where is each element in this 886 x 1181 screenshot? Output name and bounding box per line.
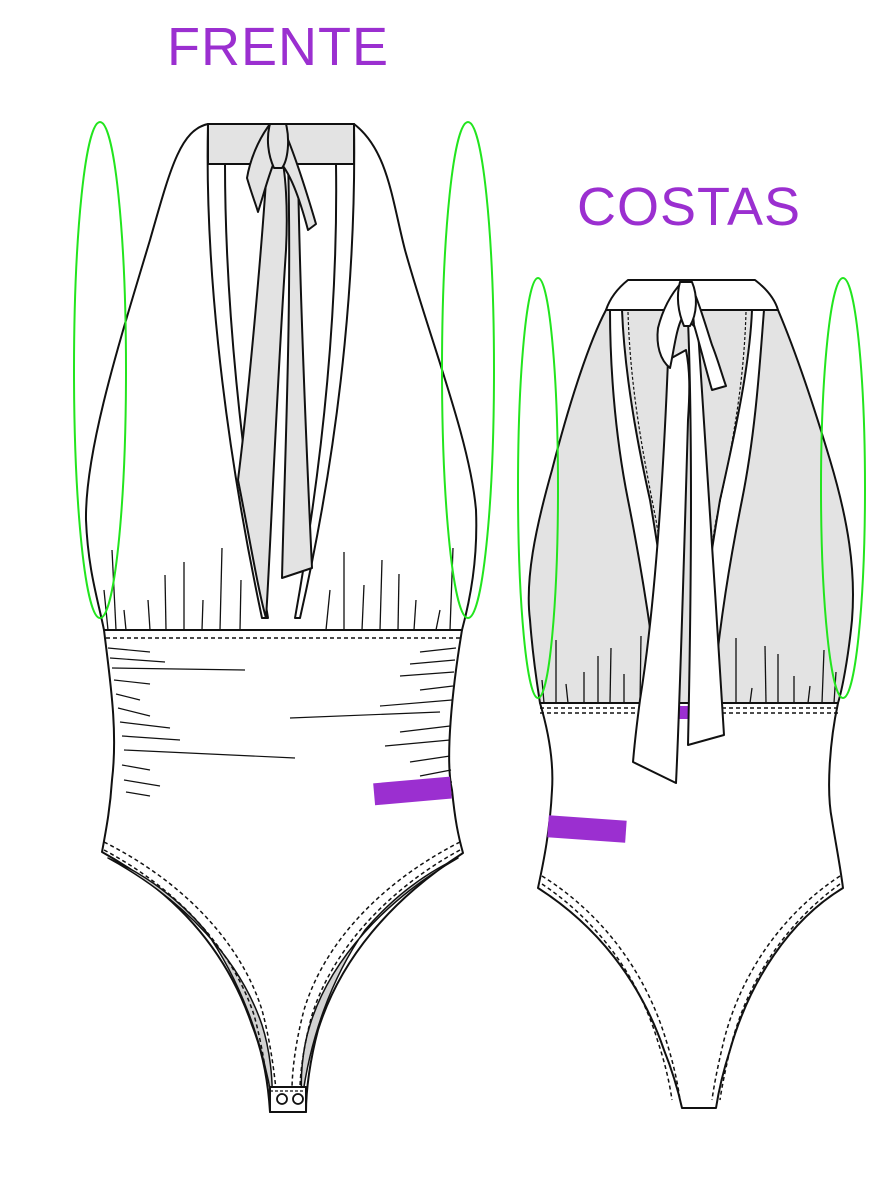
- back-right-seam-stitch: [693, 311, 747, 701]
- front-color-marker: [373, 776, 452, 806]
- front-left-guide-loop: [73, 121, 127, 619]
- front-view-title: FRENTE: [167, 17, 389, 77]
- back-gathers: [541, 635, 837, 704]
- back-tie-end-long: [632, 349, 691, 784]
- front-neckline-right: [294, 123, 356, 619]
- front-tie-end-long: [237, 149, 288, 619]
- back-leg-stitch-right: [711, 875, 841, 1101]
- back-tie-loop-left: [656, 281, 683, 369]
- back-leg-stitch-right-2: [719, 883, 841, 1101]
- front-bodice: [84, 123, 478, 631]
- back-left-seam-stitch: [627, 311, 679, 701]
- front-leg-stitch-left: [103, 841, 277, 1091]
- front-leg-stitch-right-2: [299, 849, 461, 1091]
- front-ruching: [107, 647, 457, 797]
- front-view: [84, 123, 478, 1113]
- snap-button-left: [276, 1093, 288, 1105]
- back-color-marker: [547, 815, 627, 843]
- back-tie-end-right: [687, 319, 725, 746]
- back-waist-marker: [678, 706, 690, 719]
- back-view-title: COSTAS: [577, 177, 802, 237]
- front-body-panel: [101, 629, 464, 1113]
- back-tie-knot: [676, 281, 697, 327]
- snap-button-right: [292, 1093, 304, 1105]
- front-gathers: [103, 547, 454, 631]
- back-leg-stitch-left-2: [541, 883, 673, 1101]
- back-right-guide-loop: [820, 277, 866, 699]
- back-body-panel: [537, 702, 844, 1109]
- back-tie-loop-right: [689, 281, 727, 391]
- front-tie-end-right: [281, 159, 313, 579]
- back-left-guide-loop: [517, 277, 559, 699]
- back-leg-stitch-left: [541, 875, 681, 1101]
- front-leg-stitch-left-2: [103, 849, 269, 1091]
- front-tie-knot: [266, 123, 290, 169]
- front-right-guide-loop: [441, 121, 495, 619]
- back-view: [527, 279, 855, 1109]
- front-leg-stitch-right: [291, 841, 461, 1091]
